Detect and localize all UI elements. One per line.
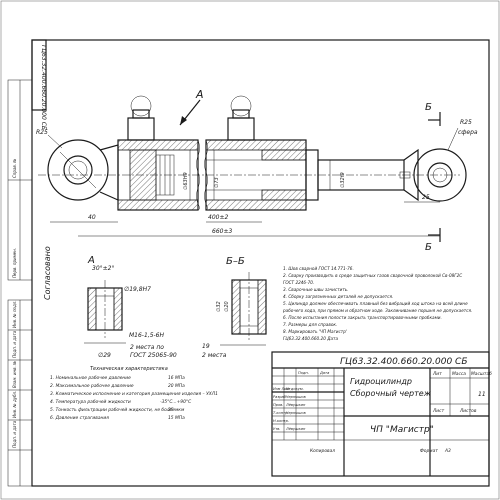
date-label: Дата bbox=[319, 371, 329, 375]
dim-25: 25 bbox=[422, 194, 430, 201]
note-1: 2. Сварку производить в среде защитных г… bbox=[283, 273, 462, 278]
dim-phi73: ∅73 bbox=[214, 177, 220, 188]
tb-name-1: Чернышов bbox=[286, 395, 306, 399]
tech-row-0-label: 1. Номинальное рабочее давление bbox=[50, 375, 131, 381]
title-block bbox=[271, 351, 490, 477]
dim-sphere: сфера bbox=[458, 129, 478, 136]
note-4: 4. Сборку загрязненных деталей не допуск… bbox=[283, 294, 393, 299]
dim-m16: М16-1,5-6Н bbox=[129, 332, 165, 339]
tech-row-2-label: 3. Климатическое исполнение и категория … bbox=[50, 391, 218, 397]
dim-two-places-1: 2 места по bbox=[130, 344, 164, 351]
cylinder-main-view bbox=[38, 95, 467, 242]
sheet-label: Лист bbox=[432, 408, 445, 414]
title-block-rows: Изм Лист № докум. Разраб. Чернышов Пров.… bbox=[273, 387, 306, 431]
strip-label-5: Справ. № bbox=[12, 159, 17, 178]
tech-row-5-label: 6. Давление страгивания bbox=[50, 415, 109, 421]
dimension-lines bbox=[50, 150, 440, 237]
strip-label-6: Перв. примен. bbox=[12, 248, 17, 278]
tech-heading: Техническая характеристика bbox=[90, 366, 168, 372]
dim-phi32: ∅32f9 bbox=[340, 172, 346, 188]
dim-two-places-2: 2 места bbox=[202, 352, 227, 359]
note-5: 5. Цилиндр должен обеспечивать плавный б… bbox=[283, 301, 468, 306]
view-a-detail bbox=[84, 280, 126, 344]
strip-label-4: Подп. и дата bbox=[12, 420, 17, 448]
note-10: ГЦ63.32.400.660.20 Дата bbox=[283, 336, 338, 341]
dim-r25-right: R25 bbox=[460, 119, 472, 126]
tech-row-0-value: 16 МПа bbox=[168, 375, 185, 381]
col-mass: Масса bbox=[452, 371, 466, 377]
note-0: 1. Шов сварной ГОСТ 14.771-76. bbox=[283, 266, 354, 271]
left-stamp-strip: Инв. № подл. Подп. и дата Взам. инв. № И… bbox=[7, 79, 33, 487]
tb-row-5: Утв. bbox=[273, 427, 281, 431]
tb-row-4: Н.контр. bbox=[273, 419, 289, 423]
tb-name-5: Лёвушкин bbox=[285, 427, 306, 431]
strip-label-3: Инв. № дубл. bbox=[12, 391, 17, 418]
section-b-label-top: Б bbox=[425, 102, 432, 113]
rotated-code-box bbox=[31, 39, 47, 111]
agreed-label: Согласовано bbox=[43, 246, 52, 300]
tb-row-1: Разраб. bbox=[273, 395, 287, 399]
section-bb-view bbox=[220, 272, 267, 346]
dim-thread-angle: 30°±2° bbox=[92, 265, 114, 272]
tech-row-4-value: 25 мкм bbox=[168, 407, 185, 413]
sheets-count: 11 bbox=[478, 391, 486, 398]
col-scale: Масштаб bbox=[471, 371, 492, 377]
copy-label: Копировал bbox=[310, 448, 335, 454]
sheets-label: Листов bbox=[459, 408, 477, 414]
tech-characteristics: Техническая характеристика 1. Номинально… bbox=[50, 366, 218, 421]
dim-phi63: ∅63Н9 bbox=[183, 172, 189, 190]
section-bb-label: Б–Б bbox=[226, 256, 245, 267]
dim-19: 19 bbox=[202, 343, 210, 350]
tech-row-5-value: 15 МПа bbox=[168, 415, 185, 421]
tb-name-3: Чернышов bbox=[286, 411, 306, 415]
title-code: ГЦ63.32.400.660.20.000 СБ bbox=[340, 357, 468, 367]
dim-phi32b: ∅32 bbox=[216, 301, 222, 312]
dim-r25-left: R25 bbox=[36, 129, 48, 136]
title-name-2: Сборочный чертеж bbox=[350, 389, 432, 398]
dim-phi20: ∅20 bbox=[224, 301, 230, 312]
strip-label-1: Подп. и дата bbox=[12, 330, 17, 358]
strip-label-2: Взам. инв. № bbox=[12, 361, 17, 388]
note-7: 6. После испытания полости закрыть транс… bbox=[283, 315, 442, 320]
dim-400: 400±2 bbox=[208, 214, 228, 221]
org-name: ЧП "Магистр" bbox=[370, 425, 434, 435]
tech-row-1-value: 20 МПа bbox=[168, 383, 185, 389]
tech-row-1-label: 2. Максимальное рабочее давление bbox=[50, 383, 134, 389]
tb-row-3: Т.контр. bbox=[273, 411, 289, 415]
notes-block: 1. Шов сварной ГОСТ 14.771-76. 2. Сварку… bbox=[282, 266, 472, 341]
dim-40: 40 bbox=[88, 214, 96, 221]
note-6: рабочего хода, при прямом и обратном ход… bbox=[282, 308, 472, 313]
format-label: Формат bbox=[420, 448, 438, 454]
dim-gost-1: ГОСТ 25065-90 bbox=[130, 352, 177, 359]
tech-row-3-value: -35°C...+90°C bbox=[160, 399, 192, 405]
view-a-label: А bbox=[195, 88, 204, 101]
dim-phi19: ∅19,8Н7 bbox=[124, 286, 151, 293]
col-lit: Лит bbox=[432, 371, 442, 377]
note-9: 8. Маркировать 'ЧП Магистр' bbox=[283, 329, 347, 334]
note-8: 7. Размеры для справок. bbox=[283, 322, 337, 327]
view-a-lower-label: А bbox=[87, 255, 95, 266]
dim-660: 660±3 bbox=[212, 228, 232, 235]
note-2: ГОСТ 2246-70. bbox=[283, 280, 314, 285]
sign-label: Подп. bbox=[298, 371, 309, 375]
tb-name-0: № докум. bbox=[285, 387, 304, 391]
tech-row-3-label: 4. Температура рабочей жидкости bbox=[50, 399, 131, 405]
note-3: 3. Сварочные швы зачистить. bbox=[283, 287, 349, 292]
tb-row-0: Изм Лист bbox=[273, 387, 291, 391]
dim-phi29: ∅29 bbox=[98, 352, 111, 359]
strip-label-0: Инв. № подл. bbox=[12, 300, 17, 328]
tech-row-4-label: 5. Тонкость фильтрации рабочей жидкости,… bbox=[50, 407, 175, 413]
title-name-1: Гидроцилиндр bbox=[350, 377, 412, 386]
tb-name-2: Лёвушкин bbox=[285, 403, 306, 407]
section-b-label-bottom: Б bbox=[425, 242, 432, 253]
tb-row-2: Пров. bbox=[273, 403, 283, 407]
rotated-doc-code: ГЦ63.32.400.660.20.000 СБ bbox=[40, 45, 47, 130]
format-value: А3 bbox=[444, 448, 451, 454]
